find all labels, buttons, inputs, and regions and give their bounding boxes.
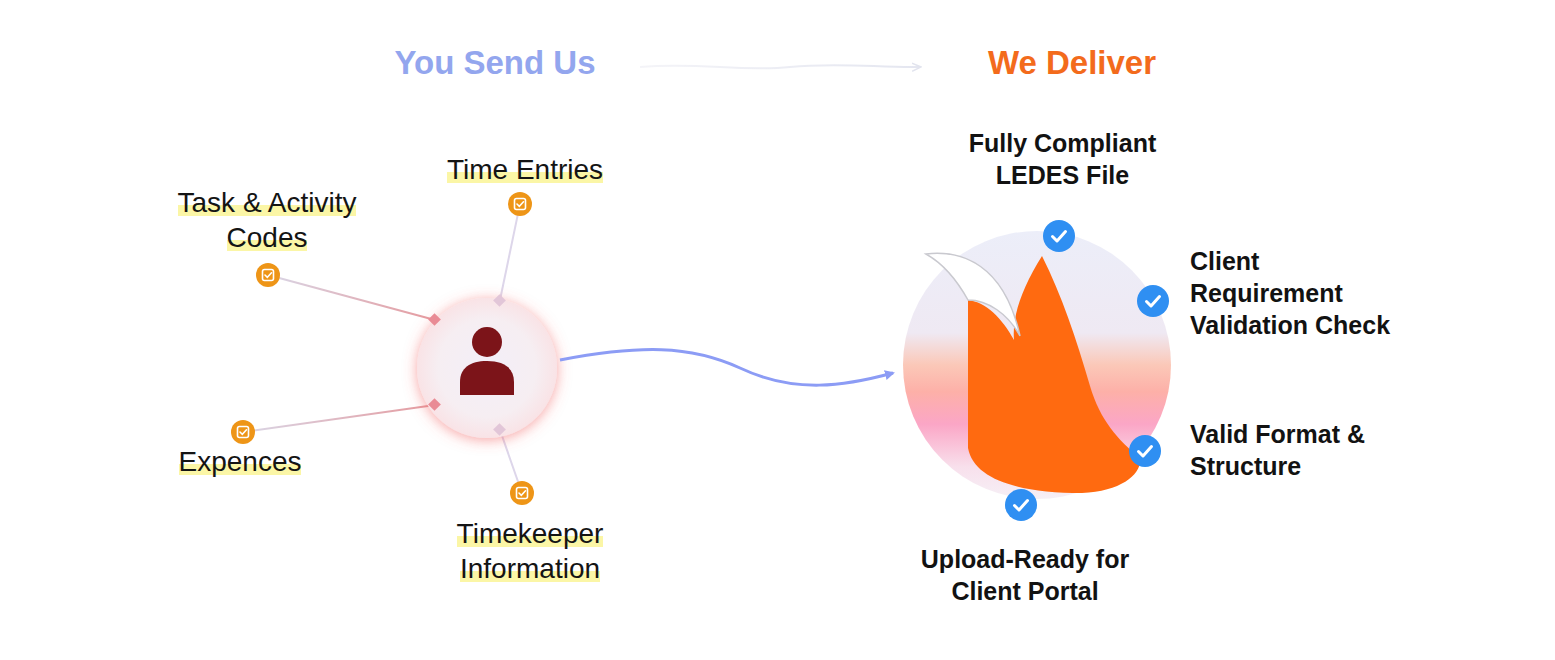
- text-block: Client Requirement Validation Check: [1190, 245, 1405, 341]
- icon-tick: [265, 273, 272, 278]
- check-circle: [1005, 489, 1037, 521]
- input-item: Task & Activity Codes: [140, 183, 400, 289]
- flow-arrow: [560, 350, 893, 386]
- joint-diamond: [428, 398, 441, 411]
- input-label: Expences: [179, 446, 302, 477]
- check-badge: [1125, 431, 1165, 471]
- person-head: [472, 327, 502, 357]
- leader-line: [268, 275, 435, 320]
- output-item: Upload-Ready for Client Portal: [895, 487, 1155, 610]
- text-block: Fully Compliant LEDES File: [940, 127, 1185, 191]
- input-label: Time Entries: [447, 154, 603, 185]
- text-block: Task & Activity Codes: [147, 185, 387, 255]
- check-circle: [1137, 285, 1169, 317]
- person-body: [460, 361, 514, 395]
- icon-tick: [517, 202, 524, 207]
- check-badge: [1001, 485, 1041, 525]
- person-circle: [417, 298, 557, 438]
- check-tick: [1147, 297, 1160, 307]
- output-item: Valid Format & Structure: [1127, 417, 1417, 487]
- check-circle: [1129, 435, 1161, 467]
- header-arrow: [640, 65, 920, 68]
- check-tick: [1015, 501, 1028, 511]
- icon-square: [515, 199, 526, 210]
- icon-circle: [510, 481, 534, 505]
- input-icon: [502, 473, 542, 513]
- input-item: Time Entries: [420, 150, 630, 220]
- section-heading: You Send Us: [394, 44, 595, 82]
- input-item: Timekeeper Information: [410, 479, 650, 589]
- icon-square: [263, 270, 274, 281]
- input-icon: [248, 255, 288, 295]
- output-label: Fully Compliant LEDES File: [969, 129, 1157, 189]
- output-label: Valid Format & Structure: [1190, 420, 1365, 480]
- input-label: Task & Activity Codes: [178, 187, 357, 253]
- output-label: Upload-Ready for Client Portal: [921, 545, 1129, 605]
- text-block: Timekeeper Information: [410, 516, 650, 586]
- text-block: Time Entries: [420, 152, 630, 187]
- icon-circle: [231, 420, 255, 444]
- leaf-shape: [926, 253, 1020, 336]
- check-circle: [1043, 220, 1075, 252]
- input-icon: [500, 184, 540, 224]
- leader-line: [500, 204, 520, 300]
- leader-line: [243, 405, 435, 432]
- output-circle: [903, 231, 1171, 499]
- icon-square: [517, 488, 528, 499]
- output-label: Client Requirement Validation Check: [1190, 247, 1390, 339]
- icon-square: [238, 427, 249, 438]
- text-block: Valid Format & Structure: [1190, 418, 1405, 482]
- output-item: Fully Compliant LEDES File: [940, 127, 1185, 254]
- icon-tick: [519, 491, 526, 496]
- input-label: Timekeeper Information: [457, 518, 604, 584]
- check-badge: [1133, 281, 1173, 321]
- text-block: Upload-Ready for Client Portal: [905, 543, 1145, 607]
- output-item: Client Requirement Validation Check: [1135, 244, 1425, 344]
- check-badge: [1039, 216, 1079, 256]
- icon-circle: [256, 263, 280, 287]
- joint-diamond: [428, 313, 441, 326]
- text-block: Expences: [160, 444, 320, 479]
- check-tick: [1053, 232, 1066, 242]
- check-tick: [1139, 447, 1152, 457]
- icon-circle: [508, 192, 532, 216]
- icon-tick: [240, 430, 247, 435]
- joint-diamond: [493, 423, 506, 436]
- input-item: Expences: [160, 418, 320, 484]
- joint-diamond: [493, 294, 506, 307]
- section-heading: We Deliver: [988, 44, 1156, 82]
